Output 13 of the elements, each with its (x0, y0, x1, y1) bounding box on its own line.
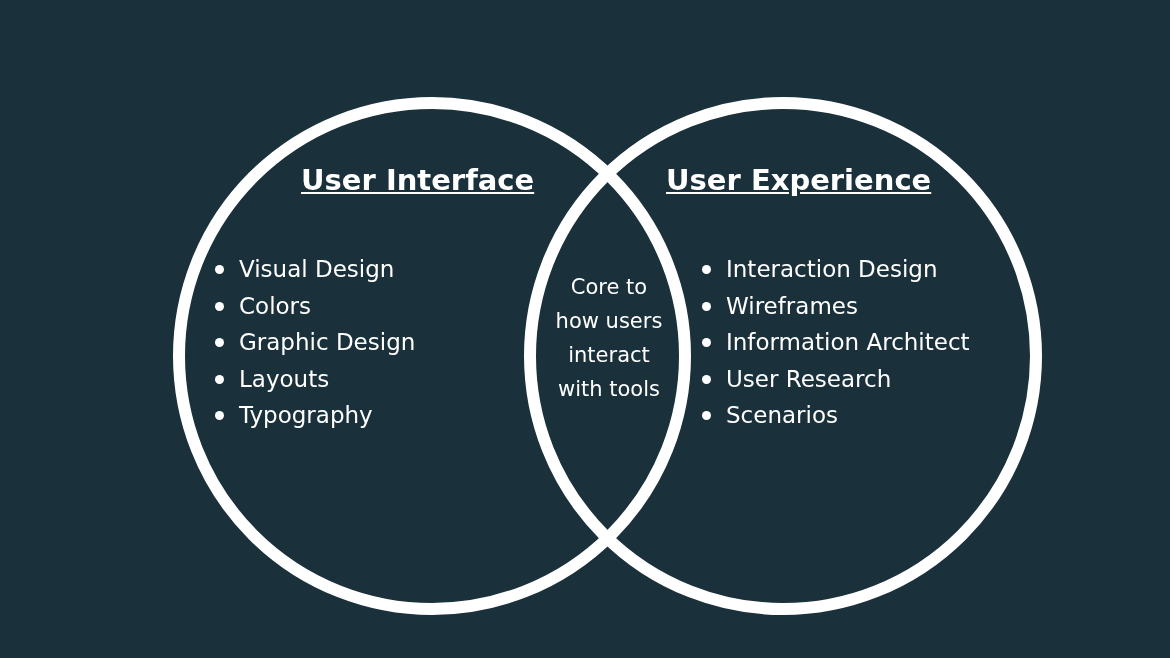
bullet-item: Interaction Design (700, 253, 986, 285)
bullet-item: Colors (213, 289, 499, 322)
bullet-item: Visual Design (213, 253, 499, 285)
bullet-item: User Research (700, 362, 986, 395)
bullet-item: Wireframes (700, 289, 986, 322)
circle-heading: User Experience (666, 163, 932, 197)
bullet-item: Information Architect (700, 326, 986, 358)
bullet-item: Layouts (213, 362, 499, 395)
bullet-item: Typography (213, 399, 499, 431)
bullet-item: Graphic Design (213, 326, 499, 358)
circle-heading: User Interface (301, 163, 535, 197)
bullet-item: Scenarios (700, 399, 986, 431)
overlap-text: Core to how users interact with tools (554, 274, 664, 403)
